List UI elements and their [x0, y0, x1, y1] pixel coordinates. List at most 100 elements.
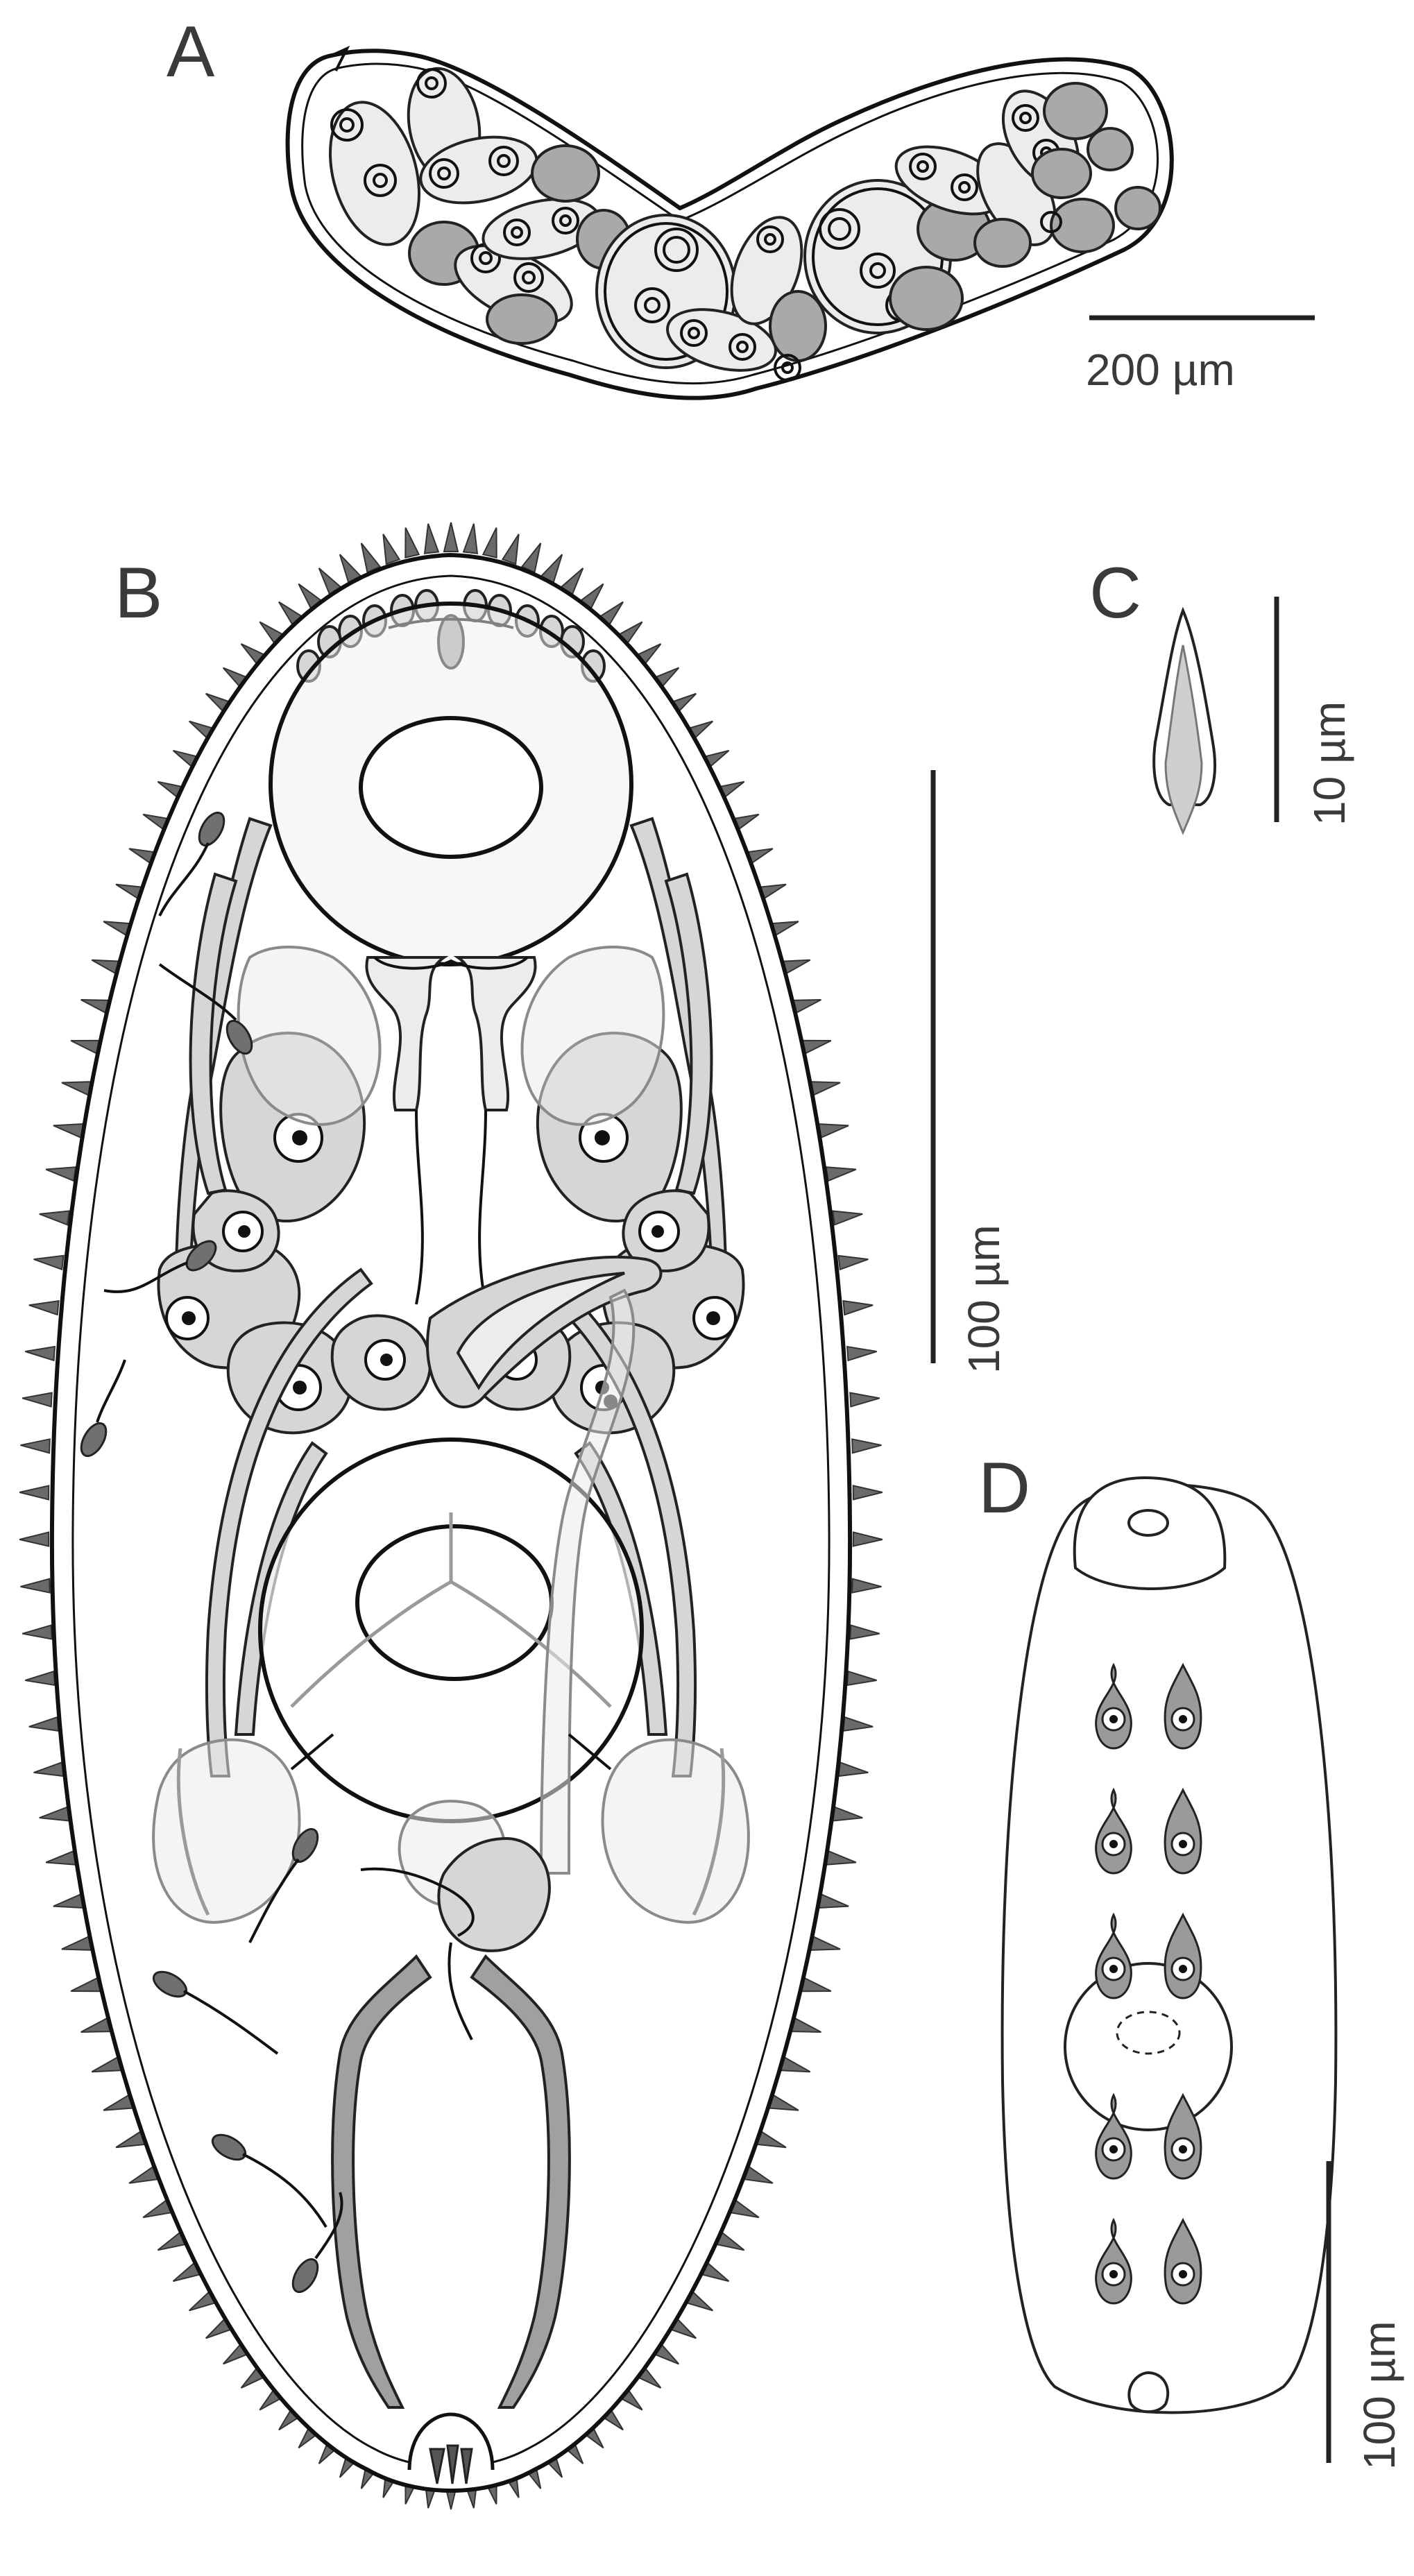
- marginal-spine: [20, 1578, 51, 1594]
- marginal-spine: [809, 1935, 841, 1951]
- marginal-spine: [849, 1624, 880, 1640]
- marginal-spine: [80, 2017, 112, 2033]
- egg: [889, 266, 964, 331]
- marginal-spine: [790, 2017, 821, 2033]
- gland-cell-nucleolus: [1109, 1965, 1118, 1973]
- marginal-spine: [809, 1081, 841, 1097]
- marginal-spine: [443, 522, 459, 552]
- marginal-spine: [28, 1716, 60, 1732]
- marginal-spine: [20, 1438, 51, 1454]
- gland-cell-nucleolus: [1179, 2145, 1187, 2153]
- marginal-spine: [53, 1123, 85, 1139]
- panel-a: A: [167, 12, 1315, 400]
- marginal-spine: [851, 1438, 882, 1454]
- panel-c-scale-label: 10 µm: [1304, 701, 1354, 826]
- panel-b-cirrus-sac: [426, 1255, 663, 1875]
- marginal-spine: [33, 1761, 65, 1777]
- marginal-spine: [462, 523, 479, 554]
- panel-d-gland-cells: [1095, 1662, 1202, 2305]
- panel-d-ventral-sucker: [1064, 1962, 1233, 2131]
- marginal-spine: [817, 1893, 849, 1909]
- marginal-spine: [817, 1123, 849, 1139]
- embryo: [666, 308, 777, 372]
- marginal-spine: [837, 1254, 869, 1271]
- panel-b-mouth: [359, 716, 543, 859]
- gland-cell: [1164, 1912, 1202, 1999]
- marginal-spine: [842, 1716, 874, 1732]
- panel-b: B: [19, 522, 1009, 2510]
- egg: [1050, 198, 1115, 253]
- egg: [1087, 127, 1134, 171]
- marginal-spine: [45, 1166, 77, 1182]
- gland-cell-nucleolus: [1109, 2270, 1118, 2278]
- gland-cell: [1164, 2092, 1202, 2180]
- marginal-spine: [19, 1485, 50, 1501]
- panel-b-pharynx: [365, 956, 537, 1305]
- marginal-spine: [39, 1806, 70, 1822]
- marginal-spine: [22, 1392, 53, 1408]
- gland-cell: [1164, 1787, 1202, 1875]
- marginal-spine: [837, 1761, 869, 1777]
- panel-d-ventral-opening: [1116, 2011, 1181, 2055]
- marginal-spine: [19, 1531, 50, 1547]
- marginal-spine: [404, 527, 420, 559]
- marginal-spine: [501, 534, 520, 565]
- egg: [1031, 148, 1092, 199]
- marginal-spine: [53, 1893, 85, 1909]
- marginal-spine: [832, 1806, 863, 1822]
- marginal-spine: [852, 1531, 883, 1547]
- panel-a-embryos: [328, 67, 1161, 382]
- marginal-spine: [45, 1850, 77, 1866]
- egg: [1043, 82, 1108, 140]
- panel-c-spine-core: [1164, 645, 1203, 835]
- marginal-spine: [846, 1345, 877, 1362]
- marginal-spine: [33, 1254, 65, 1271]
- marginal-spine: [482, 527, 497, 559]
- marginal-spine: [825, 1166, 857, 1182]
- marginal-spine: [846, 1670, 877, 1687]
- panel-b-ovary-complex: [360, 1800, 551, 2040]
- marginal-spine: [22, 1624, 53, 1640]
- egg: [973, 218, 1032, 268]
- marginal-spine: [61, 1081, 93, 1097]
- panel-a-label: A: [167, 12, 215, 92]
- marginal-spine: [849, 1392, 880, 1408]
- gland-cell-nucleolus: [1109, 1840, 1118, 1848]
- gland-cell-nucleolus: [1179, 1965, 1187, 1973]
- marginal-spine: [25, 1670, 56, 1687]
- gland-cell-nucleolus: [1179, 1715, 1187, 1723]
- marginal-spine: [70, 1977, 102, 1993]
- marginal-spine: [852, 1485, 883, 1501]
- panel-b-anterior-ghost-glands: [237, 946, 665, 1126]
- panel-b-intestinal-caeca: [331, 1954, 571, 2409]
- panel-d-scale-label: 100 µm: [1354, 2321, 1404, 2470]
- panel-b-posterior-cup: [407, 2412, 495, 2484]
- marginal-spine: [800, 1977, 832, 1993]
- panel-d: D 100 µm: [978, 1448, 1404, 2470]
- panel-b-acetabulum-opening: [355, 1524, 554, 1681]
- panel-b-sensory-cells: [80, 811, 343, 2294]
- egg: [486, 293, 558, 345]
- panel-b-testes: [152, 1733, 750, 1924]
- gland-cell-nucleolus: [1109, 1715, 1118, 1723]
- marginal-spine: [39, 1210, 70, 1226]
- marginal-spine: [423, 523, 440, 554]
- panel-c-label: C: [1089, 553, 1141, 633]
- panel-d-mouth: [1127, 1509, 1169, 1537]
- gland-cell: [1164, 2217, 1202, 2305]
- panel-d-posterior-tip: [1127, 2371, 1170, 2414]
- gland-cell-nucleolus: [1179, 2270, 1187, 2278]
- marginal-spine: [842, 1299, 874, 1316]
- panel-b-scale-label: 100 µm: [959, 1225, 1009, 1374]
- marginal-spine: [832, 1210, 863, 1226]
- egg: [1114, 186, 1161, 230]
- gland-cell: [1164, 1662, 1202, 1750]
- panel-d-label: D: [978, 1448, 1030, 1528]
- gland-cell-nucleolus: [1179, 1840, 1187, 1848]
- marginal-spine: [28, 1299, 60, 1316]
- gland-cell-nucleolus: [1109, 2145, 1118, 2153]
- panel-a-scale-label: 200 µm: [1086, 345, 1235, 395]
- marginal-spine: [851, 1578, 882, 1594]
- marginal-spine: [382, 534, 401, 565]
- marginal-spine: [61, 1935, 93, 1951]
